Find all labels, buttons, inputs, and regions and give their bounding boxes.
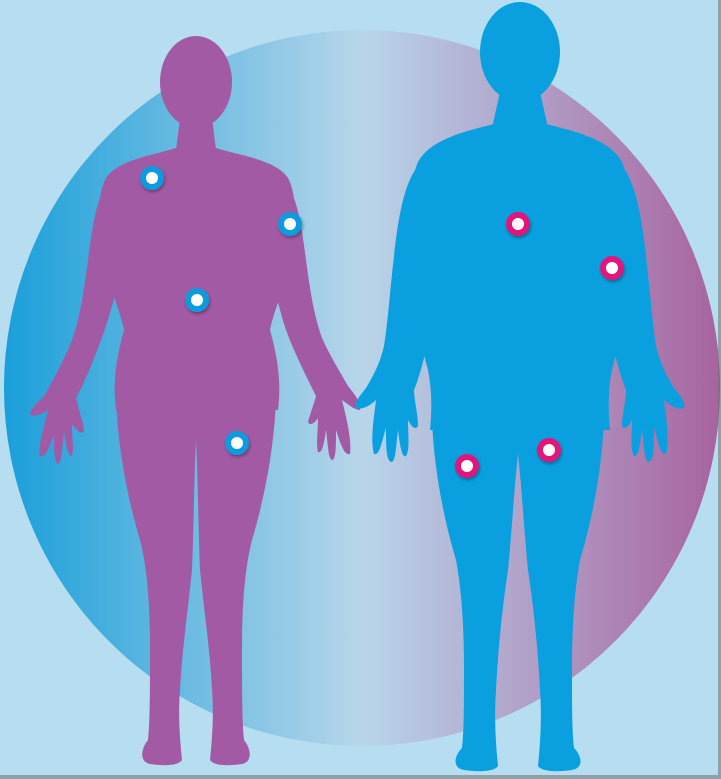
injection-site-marker-icon[interactable] <box>140 166 164 190</box>
injection-site-marker-icon[interactable] <box>455 454 479 478</box>
injection-site-marker-icon[interactable] <box>185 288 209 312</box>
injection-site-marker-icon[interactable] <box>600 256 624 280</box>
injection-site-marker-icon[interactable] <box>506 212 530 236</box>
injection-site-marker-icon[interactable] <box>278 212 302 236</box>
injection-site-marker-icon[interactable] <box>537 438 561 462</box>
injection-site-marker-icon[interactable] <box>225 431 249 455</box>
gradient-circle <box>4 30 720 746</box>
